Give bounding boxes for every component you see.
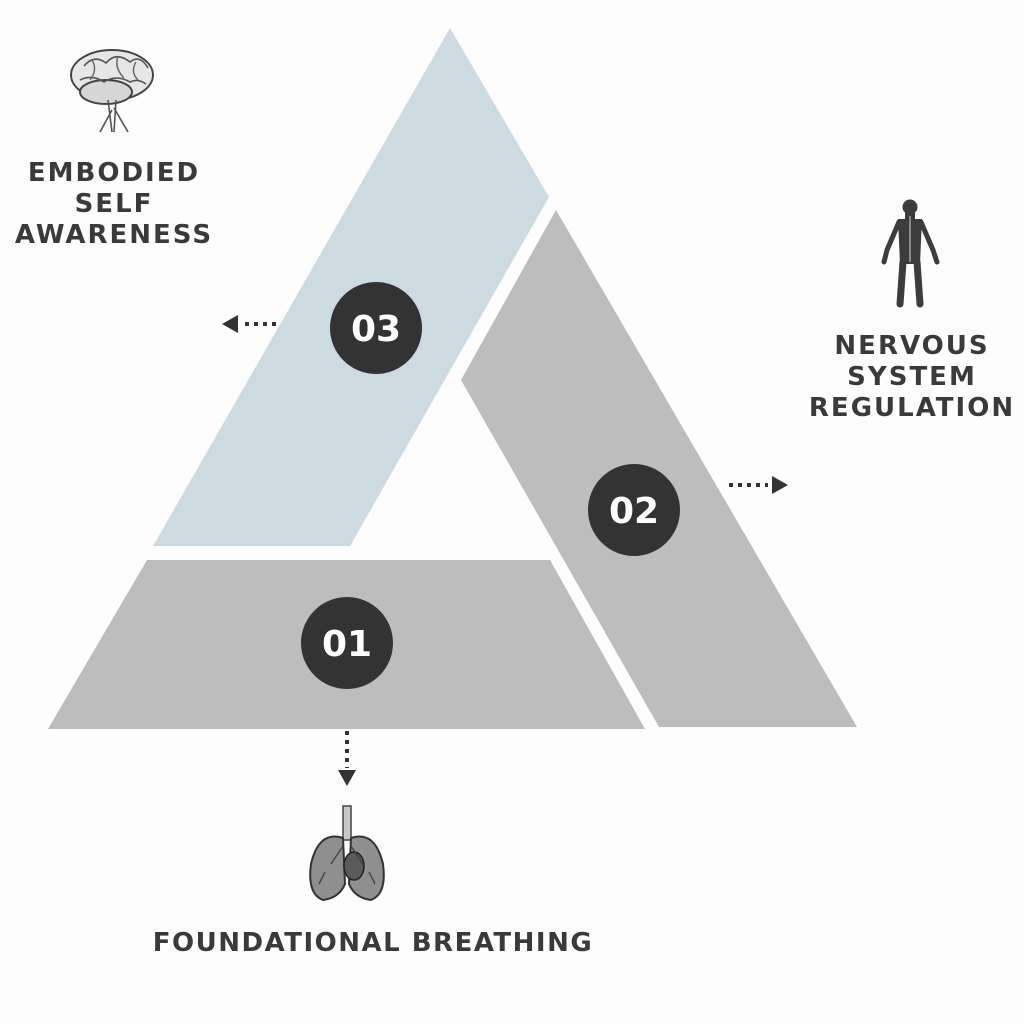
badge-03: 03 [330,282,422,374]
label-02-line-1: NERVOUS [834,331,990,361]
label-03-line-1: EMBODIED [27,158,201,188]
label-foundational-breathing: FOUNDATIONAL BREATHING [140,928,606,959]
human-nervous-system-icon [881,199,940,308]
segment-03-shape [153,28,549,546]
badge-02: 02 [588,464,680,556]
arrow-left-03 [222,315,276,333]
label-02-line-2: SYSTEM [847,362,977,392]
label-03-line-2: SELF [74,189,154,219]
badge-01: 01 [301,597,393,689]
arrow-down-01 [338,731,356,786]
arrow-right-02 [729,476,788,494]
lungs-icon [309,805,385,902]
label-embodied-self-awareness: EMBODIED SELF AWARENESS [10,158,218,251]
badge-02-number: 02 [609,491,659,532]
label-01-line-1: FOUNDATIONAL BREATHING [152,928,594,958]
segment-02-shape [461,210,857,727]
badge-03-number: 03 [351,309,401,350]
label-02-line-3: REGULATION [808,393,1016,423]
brain-icon [70,49,154,133]
badge-01-number: 01 [322,624,372,665]
label-03-line-3: AWARENESS [14,220,214,250]
label-nervous-system-regulation: NERVOUS SYSTEM REGULATION [806,331,1018,424]
